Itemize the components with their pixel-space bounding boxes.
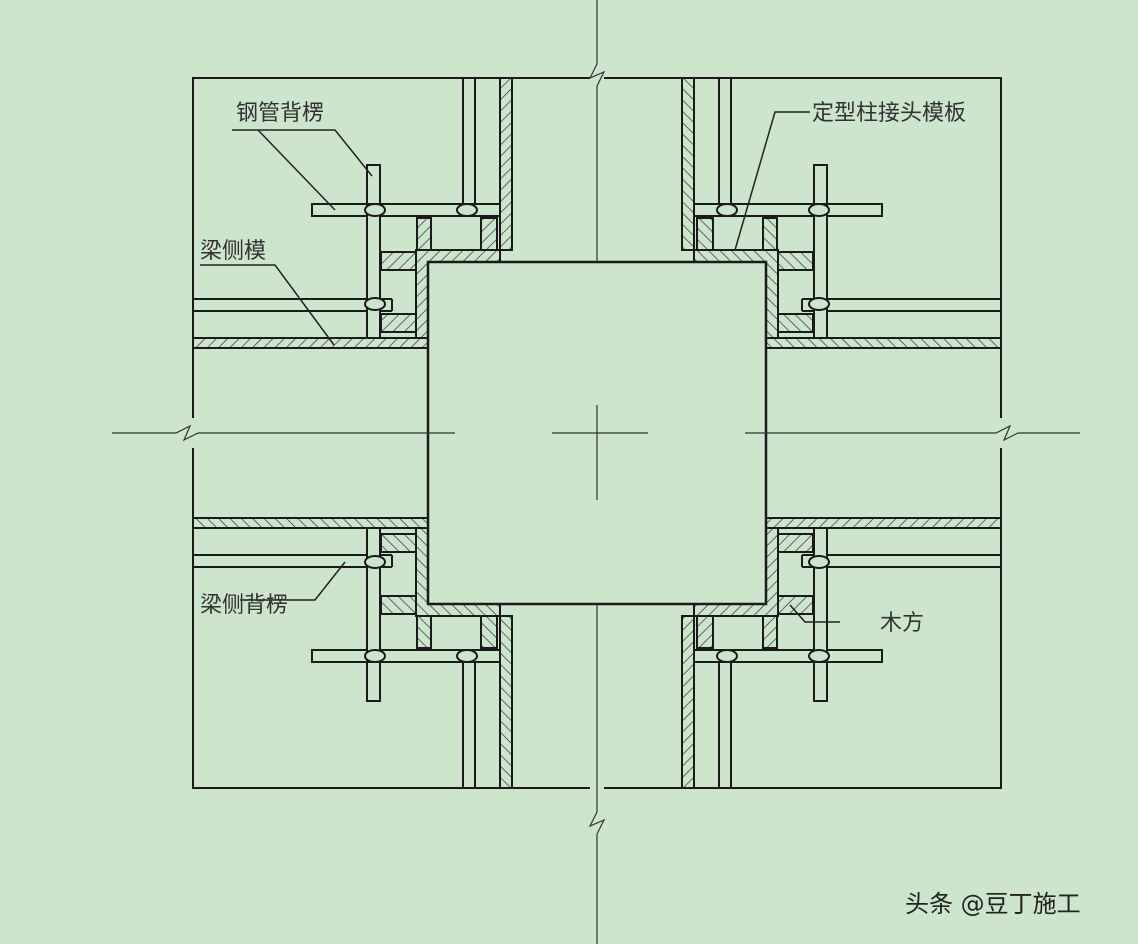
axis-lines [112,0,1080,944]
label-column-joint-formwork: 定型柱接头模板 [812,101,966,126]
label-beam-side-form: 梁侧模 [200,239,266,264]
label-timber: 木方 [880,611,924,636]
label-beam-side-backing: 梁侧背楞 [200,593,288,618]
leader-lines [200,111,840,623]
watermark: 头条 @豆丁施工 [905,890,1081,918]
label-steel-pipe-backing: 钢管背楞 [236,101,324,126]
